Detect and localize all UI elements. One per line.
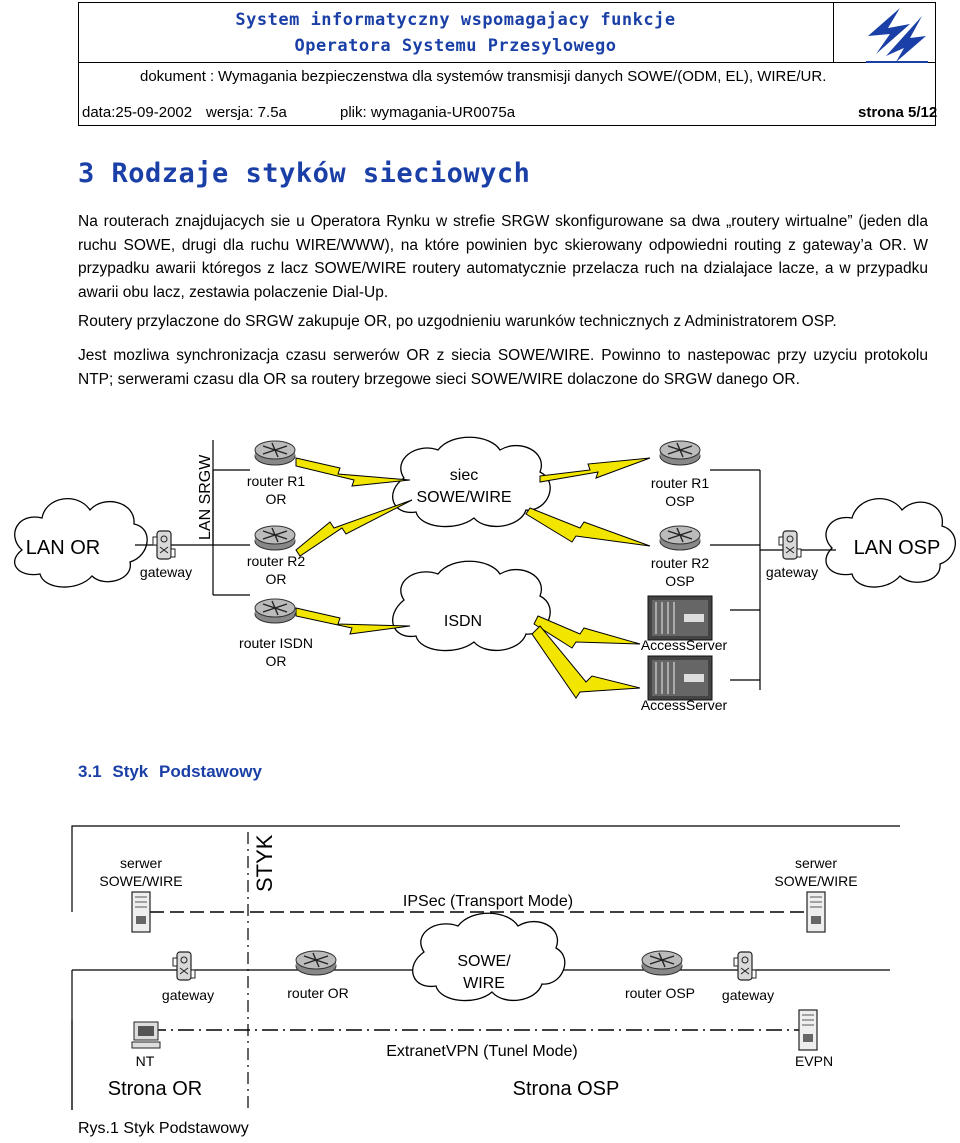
header-bottom-border bbox=[78, 125, 936, 126]
router-r2-or-label-2: OR bbox=[266, 571, 287, 587]
lan-osp-cloud bbox=[825, 498, 956, 588]
server-right-icon bbox=[806, 891, 826, 933]
header-top-border bbox=[78, 2, 936, 3]
siec-cloud bbox=[392, 436, 551, 528]
gateway-left-label: gateway bbox=[162, 987, 214, 1003]
gateway-right-label: gateway bbox=[766, 564, 818, 580]
paragraph-2: Routery przylaczone do SRGW zakupuje OR,… bbox=[78, 313, 837, 330]
server-left-icon bbox=[131, 891, 151, 933]
styk-label: STYK bbox=[252, 834, 277, 892]
evpn-icon bbox=[798, 1009, 818, 1051]
nt-label: NT bbox=[136, 1053, 155, 1069]
lan-or-label: LAN OR bbox=[26, 537, 100, 559]
header-page: strona 5/12 bbox=[858, 104, 938, 121]
router-osp-label: router OSP bbox=[625, 985, 695, 1001]
router-or-icon bbox=[295, 950, 337, 976]
header-title-line2: Operatora Systemu Przesylowego bbox=[294, 36, 617, 56]
server-right-label-2: SOWE/WIRE bbox=[774, 873, 857, 889]
router-r2-or-icon bbox=[254, 525, 296, 551]
router-r2-osp-label: router R2 bbox=[651, 555, 710, 571]
section-title: 3 Rodzaje styków sieciowych bbox=[78, 158, 531, 189]
cloud-label-2: WIRE bbox=[463, 975, 505, 992]
extranet-label: ExtranetVPN (Tunel Mode) bbox=[386, 1043, 577, 1060]
siec-label-2: SOWE/WIRE bbox=[416, 489, 511, 506]
sowe-wire-cloud bbox=[412, 912, 566, 1002]
strona-or-label: Strona OR bbox=[108, 1078, 202, 1100]
network-diagram-1: LAN OR LAN OSP siec SOWE/WIRE ISDN LAN S… bbox=[14, 436, 956, 713]
header-version: wersja: 7.5a bbox=[206, 104, 287, 121]
router-isdn-or-label: router ISDN bbox=[239, 635, 313, 651]
router-r1-osp-icon bbox=[659, 440, 701, 466]
isdn-label: ISDN bbox=[444, 613, 482, 630]
nt-terminal-icon bbox=[131, 1021, 161, 1049]
ipsec-label: IPSec (Transport Mode) bbox=[403, 893, 573, 910]
router-r2-osp-label-2: OSP bbox=[665, 573, 695, 589]
isdn-cloud bbox=[392, 560, 551, 652]
lan-srgw-label: LAN SRGW bbox=[197, 454, 214, 540]
server-left-label: serwer bbox=[120, 855, 162, 871]
router-r1-or-label: router R1 bbox=[247, 473, 306, 489]
router-r1-osp-label-2: OSP bbox=[665, 493, 695, 509]
router-r1-or-label-2: OR bbox=[266, 491, 287, 507]
header-right-border bbox=[935, 2, 936, 126]
access-server-1-label: AccessServer bbox=[641, 637, 728, 653]
router-or-label: router OR bbox=[287, 985, 348, 1001]
siec-label-1: siec bbox=[450, 467, 478, 484]
server-left-label-2: SOWE/WIRE bbox=[99, 873, 182, 889]
header-logo-divider bbox=[833, 2, 834, 63]
page-header: System informatyczny wspomagajacy funkcj… bbox=[78, 2, 938, 126]
gateway-right-icon bbox=[778, 530, 802, 560]
lan-or-cloud bbox=[14, 498, 148, 588]
gateway-left-label: gateway bbox=[140, 564, 192, 580]
evpn-label: EVPN bbox=[795, 1053, 833, 1069]
gateway-left-icon bbox=[172, 951, 196, 981]
router-r2-osp-icon bbox=[659, 525, 701, 551]
strona-osp-label: Strona OSP bbox=[513, 1078, 620, 1100]
lan-osp-label: LAN OSP bbox=[854, 537, 941, 559]
gateway-right-icon bbox=[733, 951, 757, 981]
router-r1-or-icon bbox=[254, 440, 296, 466]
router-isdn-or-icon bbox=[254, 598, 296, 624]
router-osp-icon bbox=[641, 950, 683, 976]
paragraph-3: Jest mozliwa synchronizacja czasu serwer… bbox=[78, 347, 928, 388]
cloud-label-1: SOWE/ bbox=[457, 953, 511, 970]
header-file: plik: wymagania-UR0075a bbox=[340, 104, 516, 121]
header-left-border bbox=[78, 2, 79, 126]
access-server-1-icon bbox=[647, 595, 713, 641]
header-mid-border bbox=[78, 62, 936, 63]
router-r1-osp-label: router R1 bbox=[651, 475, 710, 491]
header-title-line1: System informatyczny wspomagajacy funkcj… bbox=[235, 10, 676, 30]
access-server-2-label: AccessServer bbox=[641, 697, 728, 713]
router-isdn-or-label-2: OR bbox=[266, 653, 287, 669]
server-right-label: serwer bbox=[795, 855, 837, 871]
access-server-2-icon bbox=[647, 655, 713, 701]
lightning-logo-icon bbox=[866, 8, 928, 63]
header-date: data:25-09-2002 bbox=[82, 104, 193, 121]
router-r2-or-label: router R2 bbox=[247, 553, 306, 569]
paragraph-1: Na routerach znajdujacych sie u Operator… bbox=[78, 213, 928, 301]
figure-caption: Rys.1 Styk Podstawowy bbox=[78, 1120, 249, 1137]
document-label: dokument : bbox=[140, 68, 215, 85]
gateway-right-label: gateway bbox=[722, 987, 774, 1003]
network-diagram-2: STYK IPSec (Transport Mode) ExtranetVPN … bbox=[71, 825, 900, 1110]
subsection-title: 3.1 Styk Podstawowy bbox=[78, 762, 262, 781]
document-title: Wymagania bezpieczenstwa dla systemów tr… bbox=[218, 68, 827, 85]
